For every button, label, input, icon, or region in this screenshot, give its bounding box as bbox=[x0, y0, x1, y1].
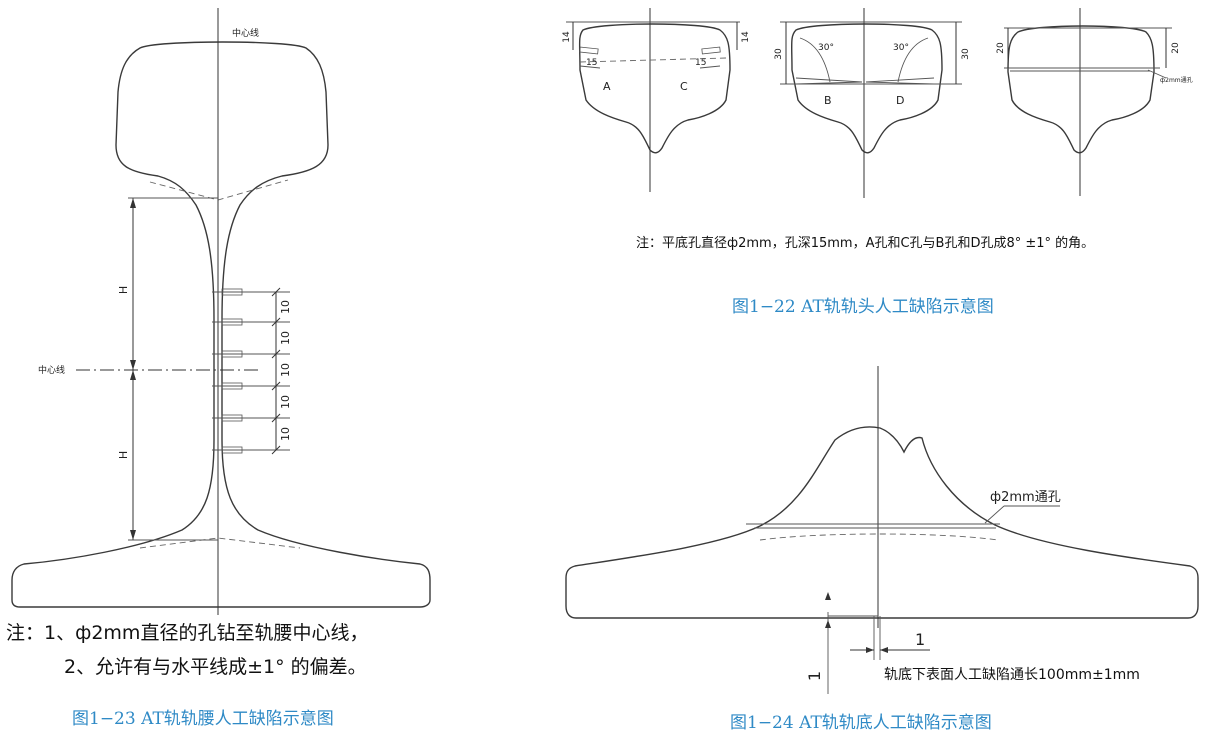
dim-10-2: 10 bbox=[279, 331, 292, 345]
bd-label-b: B bbox=[824, 94, 832, 107]
fig23-caption: 图1−23 AT轨轨腰人工缺陷示意图 bbox=[72, 709, 334, 729]
fig24-dim-v: 1 bbox=[805, 671, 824, 681]
fig24-callout: ф2mm通孔 bbox=[990, 490, 1061, 505]
bd-angle-left: 30° bbox=[818, 43, 834, 53]
head-transition-dashed bbox=[149, 179, 289, 201]
dim-10-5: 10 bbox=[279, 427, 292, 441]
fig22-section-bd: 30 30 30° 30° B D bbox=[774, 8, 971, 198]
ac-label-a: A bbox=[603, 80, 611, 93]
dim-10-3: 10 bbox=[279, 363, 292, 377]
fig23-center-label-left: 中心线 bbox=[38, 364, 65, 376]
dim-10-4: 10 bbox=[279, 395, 292, 409]
ten-dim-ticks bbox=[271, 287, 281, 455]
bd-dim-left: 30 bbox=[774, 48, 784, 60]
through-callout: ф2mm通孔 bbox=[1160, 76, 1193, 84]
fig24-dim-h: 1 bbox=[915, 630, 925, 649]
h-arrow-bottom bbox=[130, 530, 136, 540]
h-label-upper: H bbox=[117, 286, 130, 294]
web-holes bbox=[212, 288, 290, 454]
rail-head-outline bbox=[11, 41, 431, 608]
ac-label-c: C bbox=[680, 80, 688, 93]
fig24-caption: 图1−24 AT轨轨底人工缺陷示意图 bbox=[730, 713, 992, 733]
through-dim-left: 20 bbox=[996, 42, 1006, 54]
bd-dim-right: 30 bbox=[961, 48, 971, 60]
h-label-lower: H bbox=[117, 451, 130, 459]
ac-dim-right: 14 bbox=[741, 31, 751, 43]
ac-depth-right: 15 bbox=[695, 58, 706, 68]
fig22-note: 注：平底孔直径ф2mm，孔深15mm，A孔和C孔与B孔和D孔成8° ±1° 的角… bbox=[636, 236, 1095, 251]
fig23-note-line1: 注：1、ф2mm直径的孔钻至轨腰中心线， bbox=[6, 622, 369, 644]
h-arrow-mid-up bbox=[130, 360, 136, 370]
fig24-note: 轨底下表面人工缺陷通长100mm±1mm bbox=[884, 667, 1140, 683]
ac-dim-left: 14 bbox=[562, 31, 572, 43]
bd-label-d: D bbox=[896, 94, 904, 107]
h-arrow-mid-down bbox=[130, 370, 136, 380]
dim-10-1: 10 bbox=[279, 300, 292, 314]
fig22-section-through: 20 20 ф2mm通孔 bbox=[996, 8, 1193, 196]
h-arrow-top bbox=[130, 198, 136, 208]
fig24-base-drawing: ф2mm通孔 1 1 bbox=[565, 366, 1199, 694]
bd-angle-right: 30° bbox=[893, 43, 909, 53]
fig22-caption: 图1−22 AT轨轨头人工缺陷示意图 bbox=[732, 297, 994, 317]
ac-depth-left: 15 bbox=[586, 58, 597, 68]
fig23-note-line2: 2、允许有与水平线成±1° 的偏差。 bbox=[64, 656, 367, 678]
through-dim-right: 20 bbox=[1171, 42, 1181, 54]
fig22-section-ac: 14 14 15 15 A C bbox=[562, 8, 751, 192]
fig23-rail-drawing: 中心线 中心线 H H 10 10 10 10 10 bbox=[11, 8, 431, 615]
base-transition-dashed bbox=[139, 537, 301, 549]
fig23-center-label-top: 中心线 bbox=[232, 27, 259, 39]
